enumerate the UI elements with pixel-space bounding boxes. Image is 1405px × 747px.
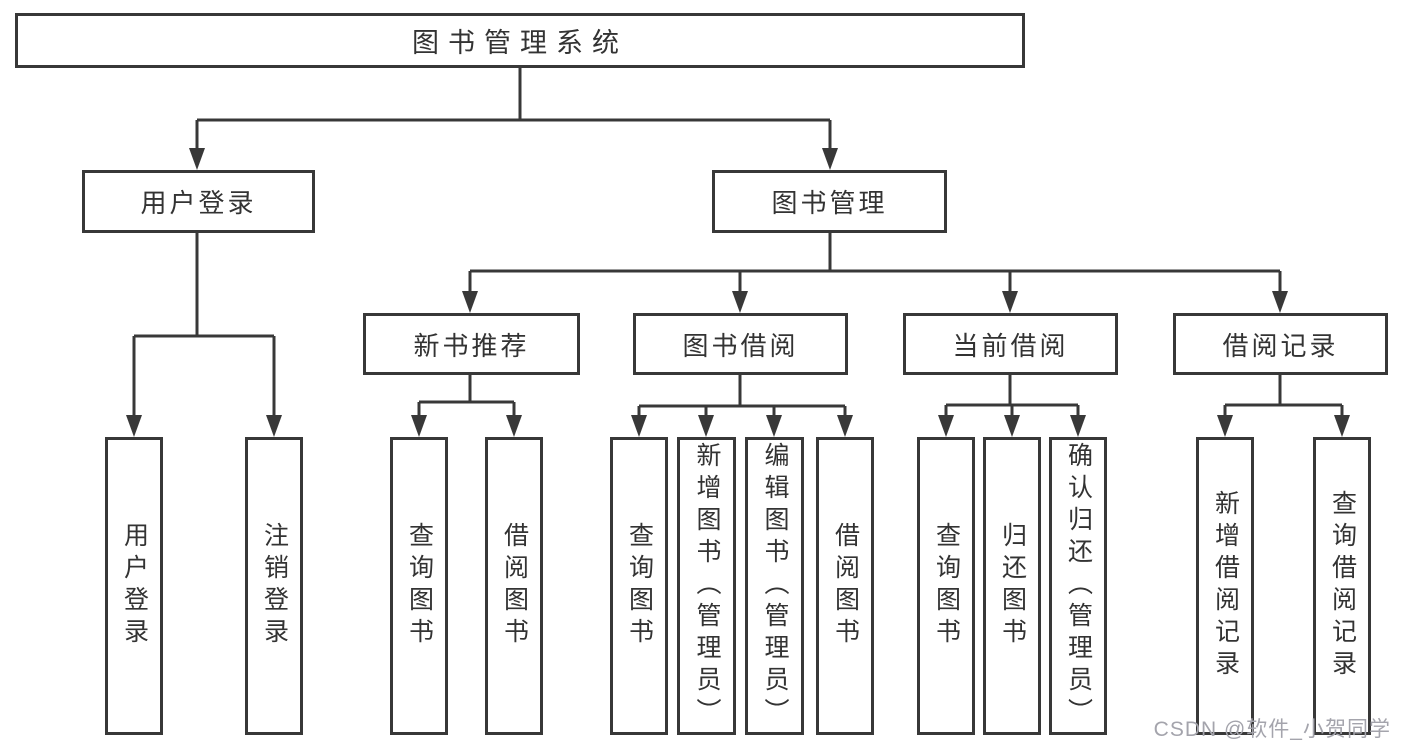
node-leaf-user-login: 用户登录 bbox=[105, 437, 163, 735]
arrowhead bbox=[938, 415, 954, 437]
arrowhead bbox=[631, 415, 647, 437]
node-leaf-borrow-books-borrowing: 借阅图书 bbox=[816, 437, 874, 735]
arrowhead bbox=[766, 415, 782, 437]
arrowhead bbox=[732, 291, 748, 313]
node-leaf-add-borrow-record: 新增借阅记录 bbox=[1196, 437, 1254, 735]
node-library-management-system: 图书管理系统 bbox=[15, 13, 1025, 68]
arrowhead bbox=[1070, 415, 1086, 437]
node-leaf-logout: 注销登录 bbox=[245, 437, 303, 735]
node-book-borrowing: 图书借阅 bbox=[633, 313, 848, 375]
arrowhead bbox=[1004, 415, 1020, 437]
arrowhead bbox=[1217, 415, 1233, 437]
node-borrowing-records: 借阅记录 bbox=[1173, 313, 1388, 375]
arrowhead bbox=[822, 148, 838, 170]
arrowhead bbox=[1002, 291, 1018, 313]
node-current-borrowing: 当前借阅 bbox=[903, 313, 1118, 375]
node-leaf-search-books-borrowing: 查询图书 bbox=[610, 437, 668, 735]
node-leaf-edit-books-admin: 编辑图书（管理员） bbox=[745, 437, 804, 735]
node-leaf-search-books-recommend: 查询图书 bbox=[390, 437, 448, 735]
arrowhead bbox=[506, 415, 522, 437]
node-leaf-search-books-current: 查询图书 bbox=[917, 437, 975, 735]
node-user-login: 用户登录 bbox=[82, 170, 315, 233]
arrowhead bbox=[462, 291, 478, 313]
node-leaf-search-borrow-record: 查询借阅记录 bbox=[1313, 437, 1371, 735]
arrowhead bbox=[126, 415, 142, 437]
node-new-book-recommendation: 新书推荐 bbox=[363, 313, 580, 375]
node-leaf-confirm-return-admin: 确认归还（管理员） bbox=[1049, 437, 1107, 735]
arrowhead bbox=[411, 415, 427, 437]
node-leaf-add-books-admin: 新增图书（管理员） bbox=[677, 437, 736, 735]
watermark: CSDN @软件_小贺同学 bbox=[1153, 718, 1391, 741]
arrowhead bbox=[266, 415, 282, 437]
arrowhead bbox=[1272, 291, 1288, 313]
arrowhead bbox=[1334, 415, 1350, 437]
node-book-management: 图书管理 bbox=[712, 170, 947, 233]
arrowhead bbox=[189, 148, 205, 170]
node-leaf-borrow-books-recommend: 借阅图书 bbox=[485, 437, 543, 735]
node-leaf-return-books: 归还图书 bbox=[983, 437, 1041, 735]
arrowhead bbox=[837, 415, 853, 437]
arrowhead bbox=[698, 415, 714, 437]
